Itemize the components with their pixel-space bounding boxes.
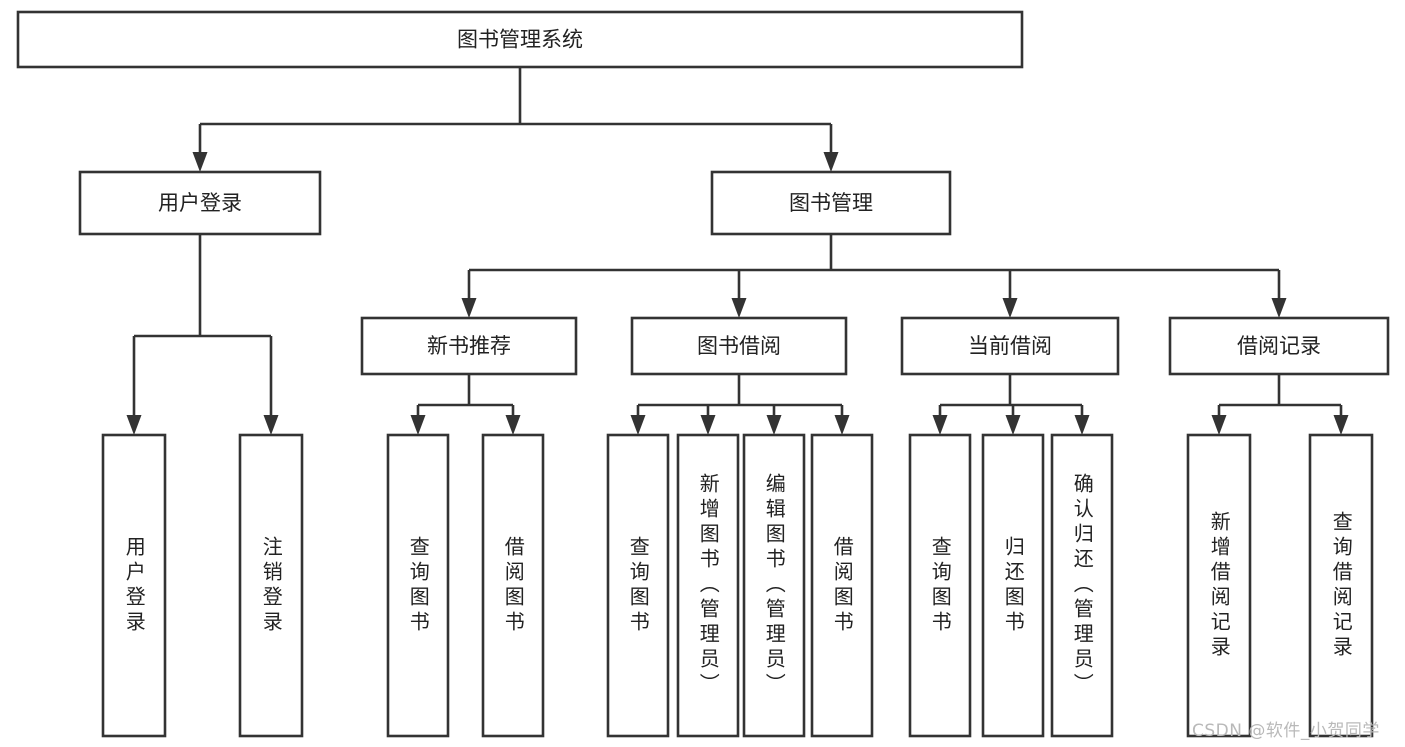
level3-node-box-2: [900, 316, 1120, 376]
level3-node-label-1: 图书借阅: [697, 334, 781, 358]
leaf-node-box-3: [481, 433, 545, 738]
books-mgmt-arrowhead-1: [731, 298, 747, 318]
node-box-layer: [16, 10, 1390, 738]
leaf-node-box-9: [981, 433, 1045, 738]
csdn-watermark: CSDN @软件_小贺同学: [1192, 721, 1380, 741]
level3-node-box-0: [360, 316, 578, 376]
root-arrowhead-0: [192, 152, 208, 172]
current-arrowhead-2: [1074, 415, 1090, 435]
level2-node-label-1: 图书管理: [789, 191, 873, 215]
level2-node-box-0: [78, 170, 322, 236]
leaf-node-box-0: [101, 433, 167, 738]
borrow-arrowhead-3: [834, 415, 850, 435]
books-mgmt-arrowhead-3: [1271, 298, 1287, 318]
leaf-node-box-6: [742, 433, 806, 738]
borrow-arrowhead-2: [766, 415, 782, 435]
root-arrowhead-1: [823, 152, 839, 172]
records-arrowhead-1: [1333, 415, 1349, 435]
new-book-arrowhead-0: [410, 415, 426, 435]
borrow-arrowhead-0: [630, 415, 646, 435]
leaf-node-box-1: [238, 433, 304, 738]
leaf-node-box-4: [606, 433, 670, 738]
level3-node-label-2: 当前借阅: [968, 334, 1052, 358]
leaf-node-box-10: [1050, 433, 1114, 738]
leaf-node-box-11: [1186, 433, 1252, 738]
new-book-arrowhead-1: [505, 415, 521, 435]
level3-node-box-3: [1168, 316, 1390, 376]
borrow-arrowhead-1: [700, 415, 716, 435]
leaf-node-box-5: [676, 433, 740, 738]
connector-layer: [126, 67, 1349, 435]
level2-node-label-0: 用户登录: [158, 191, 242, 215]
level3-node-label-0: 新书推荐: [427, 334, 511, 358]
leaf-node-box-8: [908, 433, 972, 738]
leaf-node-box-2: [386, 433, 450, 738]
level3-node-box-1: [630, 316, 848, 376]
root-node-label: 图书管理系统: [457, 28, 583, 52]
books-mgmt-arrowhead-2: [1002, 298, 1018, 318]
books-mgmt-arrowhead-0: [461, 298, 477, 318]
root-node-box: [16, 10, 1024, 69]
current-arrowhead-0: [932, 415, 948, 435]
records-arrowhead-0: [1211, 415, 1227, 435]
level3-node-label-3: 借阅记录: [1237, 334, 1321, 358]
user-login-arrowhead-0: [126, 415, 142, 435]
leaf-node-box-12: [1308, 433, 1374, 738]
level2-node-box-1: [710, 170, 952, 236]
current-arrowhead-1: [1005, 415, 1021, 435]
leaf-node-box-7: [810, 433, 874, 738]
user-login-arrowhead-1: [263, 415, 279, 435]
